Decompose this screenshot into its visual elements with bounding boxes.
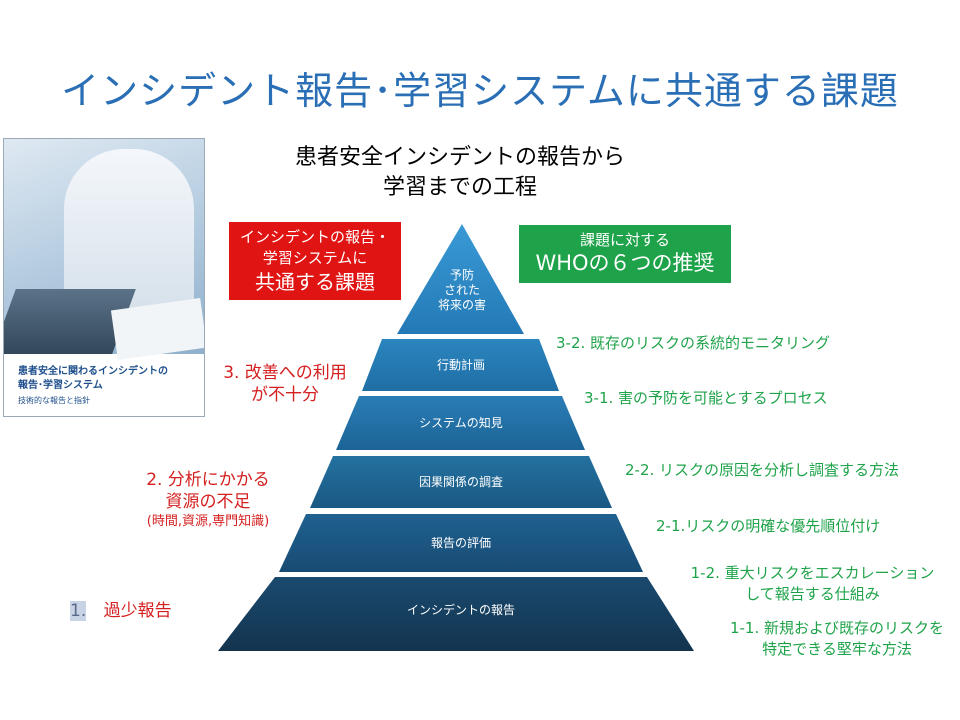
tier-label-causal-investigation: 因果関係の調査 — [419, 475, 503, 489]
red-box-line-3: 共通する課題 — [255, 270, 375, 294]
recommendation-3-2: 3-2. 既存のリスクの系統的モニタリング — [556, 334, 831, 352]
challenge-1-text: 過少報告 — [103, 601, 172, 621]
recommendation-1-2: 1-2. 重大リスクをエスカレーション して報告する仕組み — [690, 564, 935, 603]
recommendation-1-1: 1-1. 新規および既存のリスクを 特定できる堅牢な方法 — [729, 619, 945, 658]
tier-label-system-insight: システムの知見 — [419, 416, 503, 430]
tier-label-report-evaluation: 報告の評価 — [431, 535, 491, 550]
pyramid-top-line-1: 予防 — [450, 267, 474, 282]
pyramid-tier-4 — [279, 514, 643, 572]
pyramid-tier-2 — [336, 396, 585, 450]
pyramid-tier-3 — [310, 456, 612, 508]
pyramid-heading: 患者安全インシデントの報告から 学習までの工程 — [250, 143, 670, 203]
report-cover-image: 患者安全に関わるインシデントの 報告･学習システム 技術的な報告と指針 — [3, 138, 205, 417]
tier-label-action-plan: 行動計画 — [437, 357, 485, 372]
pyramid-heading-line-1: 患者安全インシデントの報告から — [294, 145, 625, 170]
doctor-photo — [4, 139, 204, 361]
pyramid-top-line-3: 将来の害 — [438, 297, 486, 312]
green-box-line-2: WHOの６つの推奨 — [535, 251, 715, 275]
common-challenges-box: インシデントの報告・ 学習システムに 共通する課題 — [229, 222, 401, 300]
pyramid-heading-line-2: 学習までの工程 — [382, 175, 537, 200]
challenge-1: 1. 過少報告 — [70, 596, 172, 621]
recommendation-2-1: 2-1.リスクの明確な優先順位付け — [656, 517, 881, 535]
pyramid-tier-5 — [218, 577, 694, 651]
challenge-3: 3. 改善への利用 が不十分 — [223, 363, 347, 405]
red-box-line-2: 学習システムに — [262, 249, 368, 267]
challenge-2: 2. 分析にかかる 資源の不足 (時間,資源,専門知識) — [146, 470, 270, 529]
cover-title: 患者安全に関わるインシデントの 報告･学習システム — [18, 366, 168, 391]
challenge-1-number: 1. — [70, 601, 87, 621]
who-recommendations-box: 課題に対する WHOの６つの推奨 — [519, 225, 731, 283]
pyramid-top-line-2: された — [444, 283, 480, 297]
pyramid-tier-top — [397, 224, 524, 334]
slide-title: インシデント報告･学習システムに共通する課題 — [61, 69, 899, 113]
tier-label-incident-report: インシデントの報告 — [407, 602, 515, 617]
recommendation-2-2: 2-2. リスクの原因を分析し調査する方法 — [625, 461, 900, 479]
cover-subtitle: 技術的な報告と指針 — [18, 396, 90, 405]
recommendation-3-1: 3-1. 害の予防を可能とするプロセス — [584, 389, 828, 407]
pyramid-tier-1 — [362, 339, 559, 391]
green-box-line-1: 課題に対する — [579, 231, 670, 249]
red-box-line-1: インシデントの報告・ — [239, 228, 390, 246]
